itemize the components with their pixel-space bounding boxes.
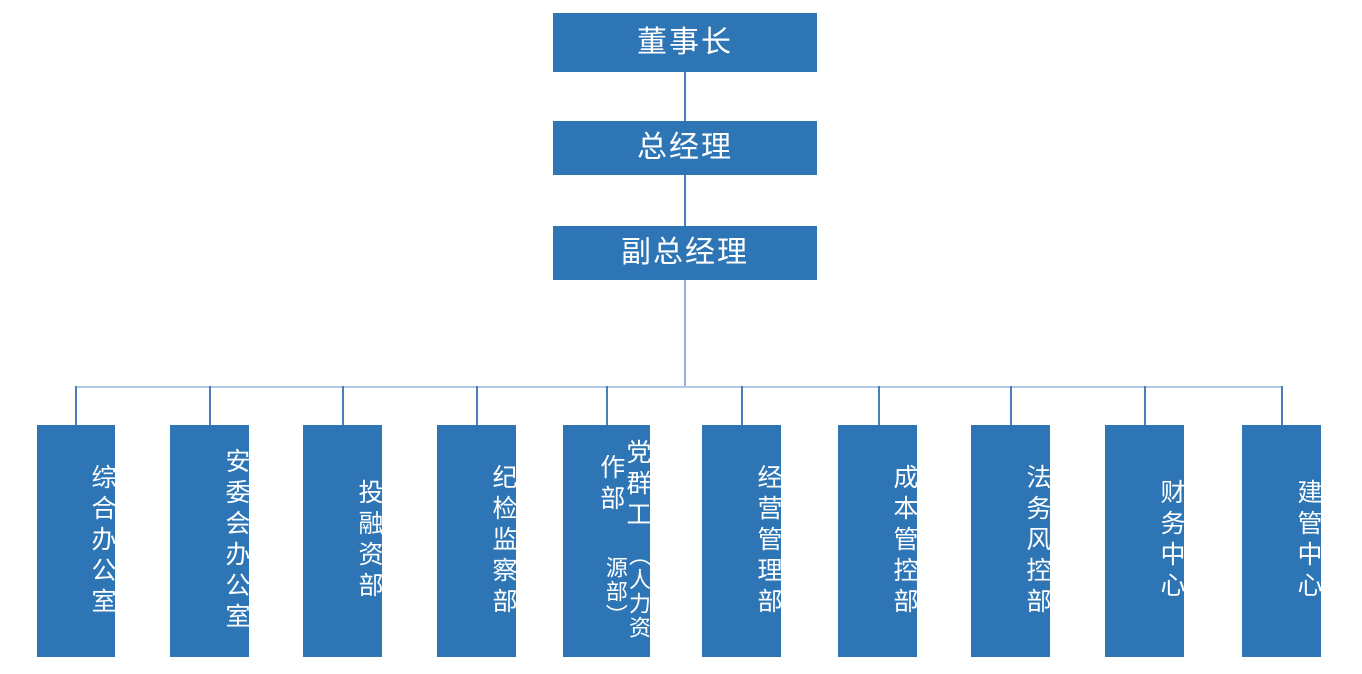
connector-general-manager-to-deputy xyxy=(684,175,686,226)
connector-drop-dept-3 xyxy=(342,386,344,425)
node-department-investment-financing[interactable]: 投融资部 xyxy=(303,425,383,657)
node-general-manager[interactable]: 总经理 xyxy=(553,121,817,175)
connector-drop-dept-7 xyxy=(878,386,880,425)
connector-drop-dept-9 xyxy=(1144,386,1146,425)
node-department-discipline-inspection[interactable]: 纪检监察部 xyxy=(437,425,517,657)
department-label-primary: 党群工作部 xyxy=(596,438,651,532)
connector-drop-dept-4 xyxy=(476,386,478,425)
connector-drop-dept-10 xyxy=(1281,386,1283,425)
node-department-finance-center[interactable]: 财务中心 xyxy=(1105,425,1185,657)
node-department-safety-committee-office[interactable]: 安委会办公室 xyxy=(170,425,250,657)
node-chairman[interactable]: 董事长 xyxy=(553,13,817,72)
node-department-party-mass-work-hr[interactable]: 党群工作部 （人力资源部） xyxy=(563,425,651,657)
node-department-business-management[interactable]: 经营管理部 xyxy=(702,425,782,657)
connector-horizontal-bus xyxy=(75,386,1282,388)
node-department-general-office[interactable]: 综合办公室 xyxy=(37,425,116,657)
connector-drop-dept-5 xyxy=(606,386,608,425)
connector-drop-dept-2 xyxy=(209,386,211,425)
connector-deputy-to-bus xyxy=(684,280,686,387)
connector-drop-dept-1 xyxy=(75,386,77,425)
connector-drop-dept-8 xyxy=(1010,386,1012,425)
node-department-cost-control[interactable]: 成本管控部 xyxy=(838,425,918,657)
connector-drop-dept-6 xyxy=(741,386,743,425)
node-department-construction-management-center[interactable]: 建管中心 xyxy=(1242,425,1322,657)
node-deputy-general-manager[interactable]: 副总经理 xyxy=(553,226,817,280)
node-department-legal-risk-control[interactable]: 法务风控部 xyxy=(971,425,1051,657)
department-label-secondary: （人力资源部） xyxy=(602,544,651,641)
connector-chairman-to-general-manager xyxy=(684,72,686,121)
